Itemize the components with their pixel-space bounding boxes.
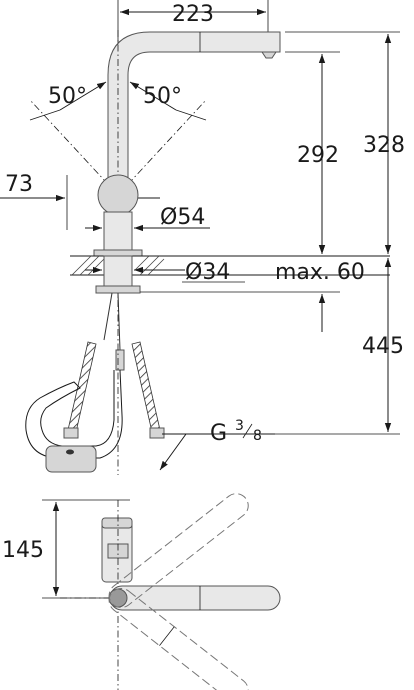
dimension-73: 73 [0,172,160,230]
dimension-328: 328 [285,31,405,254]
spout [107,30,281,300]
dimension-thread: G 3 8 [159,418,275,471]
label-292: 292 [297,143,339,168]
supply-hoses [25,292,165,475]
dimension-hole-diameter: Ø34 [85,260,245,285]
label-thread-num: 3 [235,418,244,434]
label-445: 445 [362,334,404,359]
label-73: 73 [5,172,33,197]
label-swivel-left: 50° [48,84,87,109]
label-thread-den: 8 [253,428,262,444]
dimension-445: 445 [275,258,404,435]
label-54: Ø54 [160,205,205,230]
label-223: 223 [172,2,214,27]
dimension-rose-diameter: Ø54 [85,205,210,232]
dimension-max-thickness: max. 60 [140,230,365,332]
dimension-292: 292 [285,51,340,254]
worktop [70,255,390,294]
plan-view: 145 [2,493,281,690]
label-34: Ø34 [185,260,230,285]
label-328: 328 [363,133,405,158]
label-thread-g: G [210,421,227,446]
faucet-body [93,174,143,257]
swivel-angle-annotation: 50° 50° [29,81,207,196]
label-145: 145 [2,538,44,563]
label-max-60: max. 60 [275,260,365,285]
label-swivel-right: 50° [143,84,182,109]
dimension-223: 223 [117,0,269,80]
